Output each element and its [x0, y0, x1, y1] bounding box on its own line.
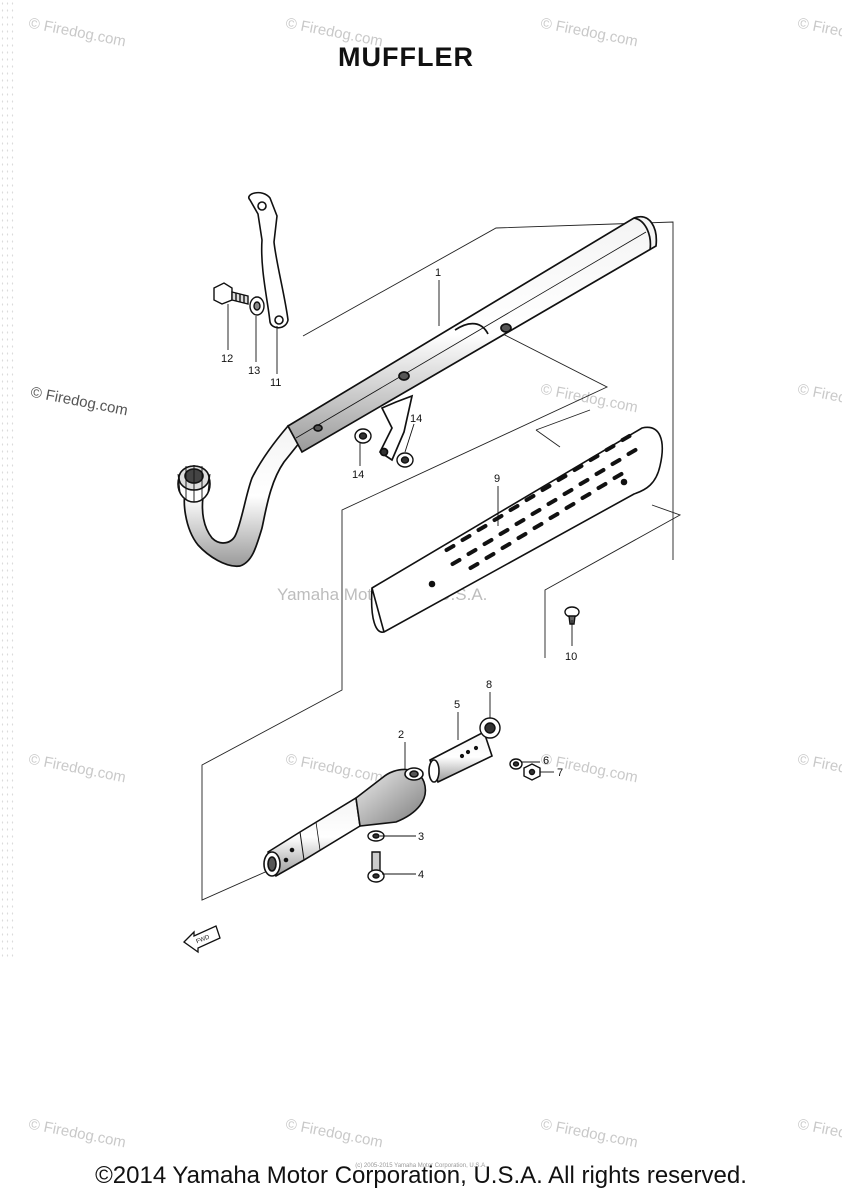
nut-part	[523, 763, 541, 781]
cap-nut-part	[479, 717, 501, 739]
callout-12: 12	[221, 353, 233, 365]
callout-8: 8	[486, 679, 492, 691]
callout-leader-lines	[227, 280, 573, 875]
page-title: MUFFLER	[338, 42, 474, 72]
callout-6: 6	[543, 755, 549, 767]
heat-shield	[370, 426, 664, 633]
fwd-label: FWD	[196, 934, 212, 945]
washer-part	[367, 830, 385, 842]
callout-7: 7	[557, 767, 563, 779]
callout-14: 14	[352, 469, 364, 481]
silencer-insert	[263, 767, 427, 878]
washer-part	[354, 428, 414, 468]
callout-1: 1	[435, 267, 441, 279]
callout-numbers: 1 2 3 4 5 6 7 8 9 10 11 12 13 14 14	[221, 267, 577, 881]
footer-small-print: (c) 2005-2015 Yamaha Motor Corporation, …	[355, 1163, 487, 1169]
exhaust-pipe-muffler	[183, 215, 658, 567]
muffler-bracket	[248, 191, 289, 329]
bolt-part	[213, 282, 249, 305]
callout-3: 3	[418, 831, 424, 843]
bolt-part	[367, 851, 385, 883]
forward-arrow-icon: FWD	[182, 925, 221, 954]
screw-part	[564, 606, 580, 625]
callout-10: 10	[565, 651, 577, 663]
scan-edge-noise	[0, 0, 16, 960]
callout-13: 13	[248, 365, 260, 377]
callout-5: 5	[454, 699, 460, 711]
callout-14: 14	[410, 413, 422, 425]
copyright-footer: ©2014 Yamaha Motor Corporation, U.S.A. A…	[95, 1162, 747, 1189]
washer-part	[509, 758, 523, 770]
washer-part	[249, 296, 265, 316]
callout-9: 9	[494, 473, 500, 485]
tailpipe-tube	[428, 730, 493, 784]
callout-11: 11	[270, 377, 281, 389]
callout-4: 4	[418, 869, 424, 881]
callout-2: 2	[398, 729, 404, 741]
assembly-reference-lines	[201, 221, 682, 901]
exhaust-flange-nut	[177, 465, 211, 503]
